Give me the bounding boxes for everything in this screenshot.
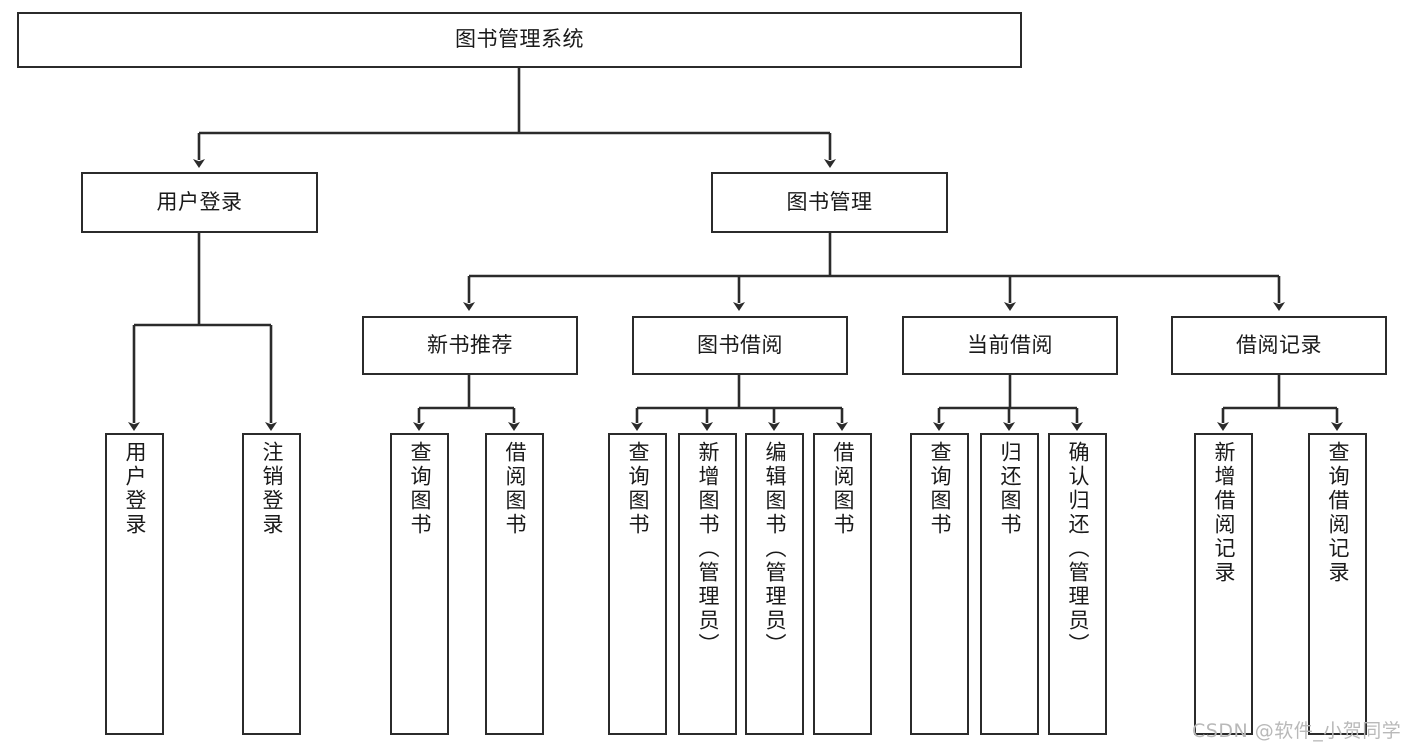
leaf-borrow-record-query[interactable]: 查询借阅记录 xyxy=(1308,433,1367,735)
leaf-user-login-logout[interactable]: 注销登录 xyxy=(242,433,301,735)
leaf-new-book-query[interactable]: 查询图书 xyxy=(390,433,449,735)
node-label: 查询图书 xyxy=(626,441,650,537)
leaf-current-borrow-query[interactable]: 查询图书 xyxy=(910,433,969,735)
csdn-watermark: CSDN @软件_小贺同学 xyxy=(1192,720,1402,742)
leaf-book-borrow-edit[interactable]: 编辑图书（管理员） xyxy=(745,433,804,735)
edges-bookmgmt-to-level3 xyxy=(463,233,1285,311)
leaf-current-borrow-confirm[interactable]: 确认归还（管理员） xyxy=(1048,433,1107,735)
node-label: 新增图书（管理员） xyxy=(696,441,720,657)
node-label: 用户登录 xyxy=(156,189,243,214)
node-label: 图书管理系统 xyxy=(455,27,584,52)
node-new-book-recommend[interactable]: 新书推荐 xyxy=(362,316,578,375)
node-label: 借阅图书 xyxy=(831,441,855,537)
node-borrow-record[interactable]: 借阅记录 xyxy=(1171,316,1387,375)
leaf-borrow-record-add[interactable]: 新增借阅记录 xyxy=(1194,433,1253,735)
leaf-user-login-login[interactable]: 用户登录 xyxy=(105,433,164,735)
leaf-new-book-borrow[interactable]: 借阅图书 xyxy=(485,433,544,735)
node-label: 用户登录 xyxy=(123,441,147,537)
node-book-borrow[interactable]: 图书借阅 xyxy=(632,316,848,375)
edges-bookborrow-to-leaves xyxy=(631,375,848,431)
node-label: 编辑图书（管理员） xyxy=(763,441,787,657)
node-label: 借阅记录 xyxy=(1236,332,1322,357)
node-label: 归还图书 xyxy=(998,441,1022,537)
node-label: 新书推荐 xyxy=(427,332,513,357)
leaf-book-borrow-add[interactable]: 新增图书（管理员） xyxy=(678,433,737,735)
leaf-current-borrow-return[interactable]: 归还图书 xyxy=(980,433,1039,735)
node-label: 新增借阅记录 xyxy=(1212,441,1236,585)
node-label: 查询图书 xyxy=(408,441,432,537)
node-label: 查询图书 xyxy=(928,441,952,537)
leaf-book-borrow-query[interactable]: 查询图书 xyxy=(608,433,667,735)
node-label: 注销登录 xyxy=(260,441,284,537)
node-user-login[interactable]: 用户登录 xyxy=(81,172,318,233)
edges-userlogin-to-leaves xyxy=(128,233,277,431)
edges-currentborrow-to-leaves xyxy=(933,375,1083,431)
node-label: 确认归还（管理员） xyxy=(1066,441,1090,657)
node-label: 图书管理 xyxy=(786,189,873,214)
node-book-management[interactable]: 图书管理 xyxy=(711,172,948,233)
node-label: 当前借阅 xyxy=(967,332,1053,357)
node-current-borrow[interactable]: 当前借阅 xyxy=(902,316,1118,375)
node-label: 借阅图书 xyxy=(503,441,527,537)
edges-newbook-to-leaves xyxy=(413,375,520,431)
leaf-book-borrow-borrow[interactable]: 借阅图书 xyxy=(813,433,872,735)
edges-borrowrecord-to-leaves xyxy=(1217,375,1343,431)
node-label: 查询借阅记录 xyxy=(1326,441,1350,585)
node-root-system[interactable]: 图书管理系统 xyxy=(17,12,1022,68)
node-label: 图书借阅 xyxy=(697,332,783,357)
edges-root-to-level2 xyxy=(193,68,836,168)
